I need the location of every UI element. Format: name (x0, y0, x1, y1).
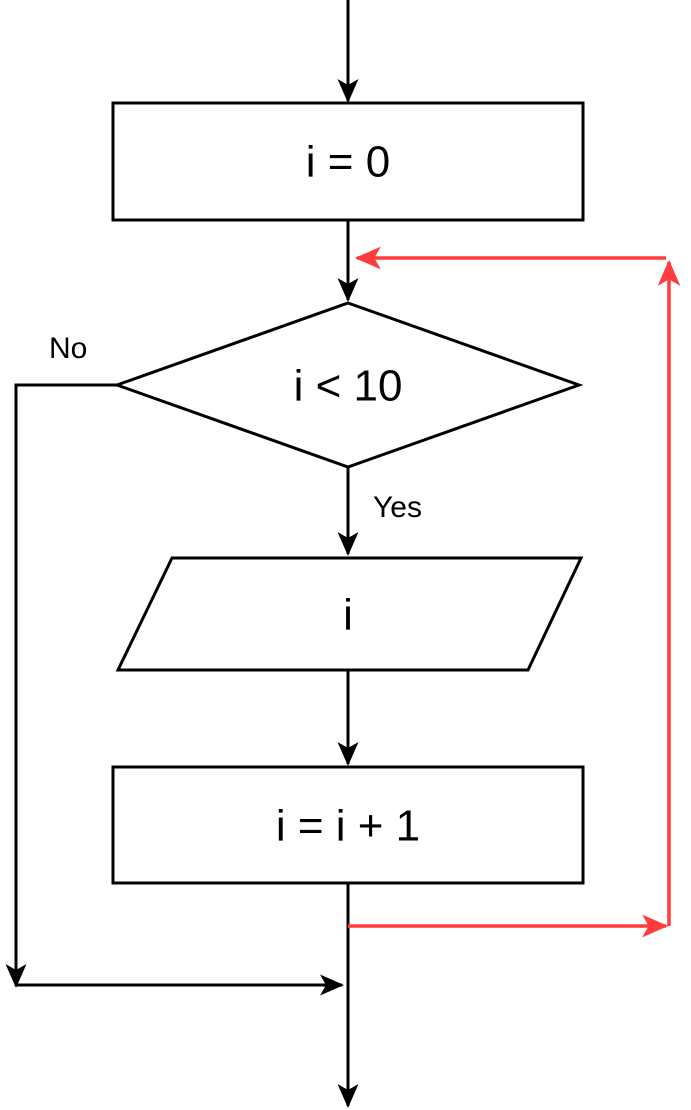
io-output-label: i (343, 591, 353, 640)
io-node-output (115, 556, 584, 672)
process-increment-label: i = i + 1 (276, 802, 420, 851)
decision-condition-label: i < 10 (294, 362, 403, 411)
decision-node-condition (112, 301, 584, 469)
process-node-increment (111, 765, 585, 885)
edge-label-yes: Yes (373, 491, 422, 524)
edge-no-branch (5, 383, 117, 988)
process-init-label: i = 0 (306, 138, 390, 187)
process-node-init (111, 101, 585, 222)
edge-label-no: No (49, 332, 87, 365)
